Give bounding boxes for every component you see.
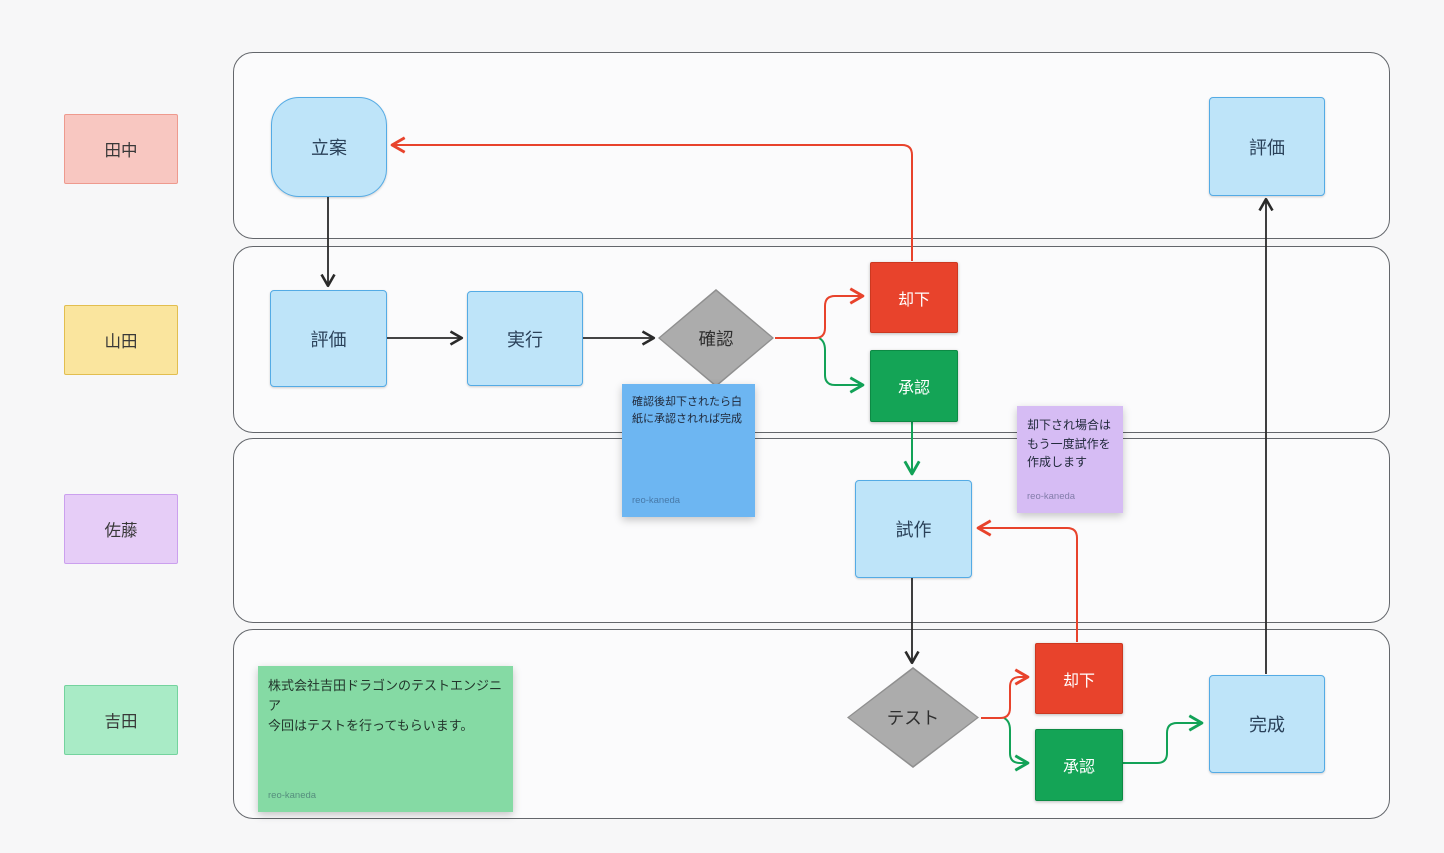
- node-label: 承認: [897, 380, 930, 397]
- actor-label-sato[interactable]: 佐藤: [64, 494, 178, 564]
- edge-shonin2-to-kansei[interactable]: [1122, 714, 1204, 764]
- swimlane-sato[interactable]: [233, 438, 1390, 623]
- node-label: 却下: [1062, 672, 1095, 690]
- sticky-text: 却下され場合は もう一度試作を 作成します: [1027, 418, 1112, 470]
- edge-test-to-shonin[interactable]: [1003, 717, 1030, 772]
- node-label: 却下: [897, 291, 930, 309]
- sticky-note-confirm[interactable]: 確認後却下されたら白紙に承認されれば完成 reo-kaneda: [622, 384, 755, 517]
- node-kakunin[interactable]: 確認: [658, 289, 774, 387]
- edge-kakunin-to-kyakka[interactable]: [775, 287, 865, 339]
- actor-name: 田中: [104, 142, 138, 160]
- edge-kyakka-to-ritsuan[interactable]: [390, 136, 913, 261]
- node-shisaku[interactable]: 試作: [855, 480, 972, 578]
- node-label: 評価: [1249, 137, 1285, 158]
- sticky-text: 確認後却下されたら白紙に承認されれば完成: [632, 396, 742, 426]
- sticky-author: reo-kaneda: [268, 790, 317, 801]
- edge-kakunin-to-shonin[interactable]: [818, 337, 865, 394]
- sticky-note-retry[interactable]: 却下され場合は もう一度試作を 作成します reo-kaneda: [1017, 406, 1123, 513]
- sticky-author: reo-kaneda: [1027, 491, 1076, 502]
- sticky-note-company[interactable]: 株式会社吉田ドラゴンのテストエンジニア 今回はテストを行ってもらいます。 reo…: [258, 666, 513, 812]
- node-label: 確認: [698, 328, 734, 349]
- edge-kyakka2-to-shisaku[interactable]: [976, 519, 1078, 642]
- node-kyakka-mid[interactable]: 却下: [870, 262, 958, 333]
- node-hyoka-top[interactable]: 評価: [1209, 97, 1325, 196]
- edge-test-to-kyakka[interactable]: [981, 668, 1030, 719]
- sticky-author: reo-kaneda: [632, 495, 681, 506]
- node-label: 完成: [1249, 715, 1285, 735]
- sticky-text: 株式会社吉田ドラゴンのテストエンジニア 今回はテストを行ってもらいます。: [268, 678, 503, 734]
- actor-name: 吉田: [104, 713, 138, 731]
- swimlane-yamada[interactable]: [233, 246, 1390, 433]
- node-label: 試作: [895, 520, 932, 540]
- node-shonin-mid[interactable]: 承認: [870, 350, 958, 422]
- node-hyoka[interactable]: 評価: [270, 290, 387, 387]
- actor-label-yoshida[interactable]: 吉田: [64, 685, 178, 755]
- actor-label-yamada[interactable]: 山田: [64, 305, 178, 375]
- actor-name: 山田: [104, 333, 138, 351]
- node-jikko[interactable]: 実行: [467, 291, 583, 386]
- actor-label-tanaka[interactable]: 田中: [64, 114, 178, 184]
- node-kyakka-btm[interactable]: 却下: [1035, 643, 1123, 714]
- node-ritsuan[interactable]: 立案: [271, 97, 387, 197]
- node-label: 評価: [310, 329, 347, 350]
- actor-name: 佐藤: [104, 522, 138, 540]
- node-test[interactable]: テスト: [847, 667, 979, 768]
- node-kansei[interactable]: 完成: [1209, 675, 1325, 773]
- node-shonin-btm[interactable]: 承認: [1035, 729, 1123, 801]
- node-label: 実行: [507, 329, 543, 350]
- node-label: テスト: [886, 708, 940, 728]
- node-label: 立案: [311, 138, 347, 158]
- node-label: 承認: [1062, 759, 1095, 776]
